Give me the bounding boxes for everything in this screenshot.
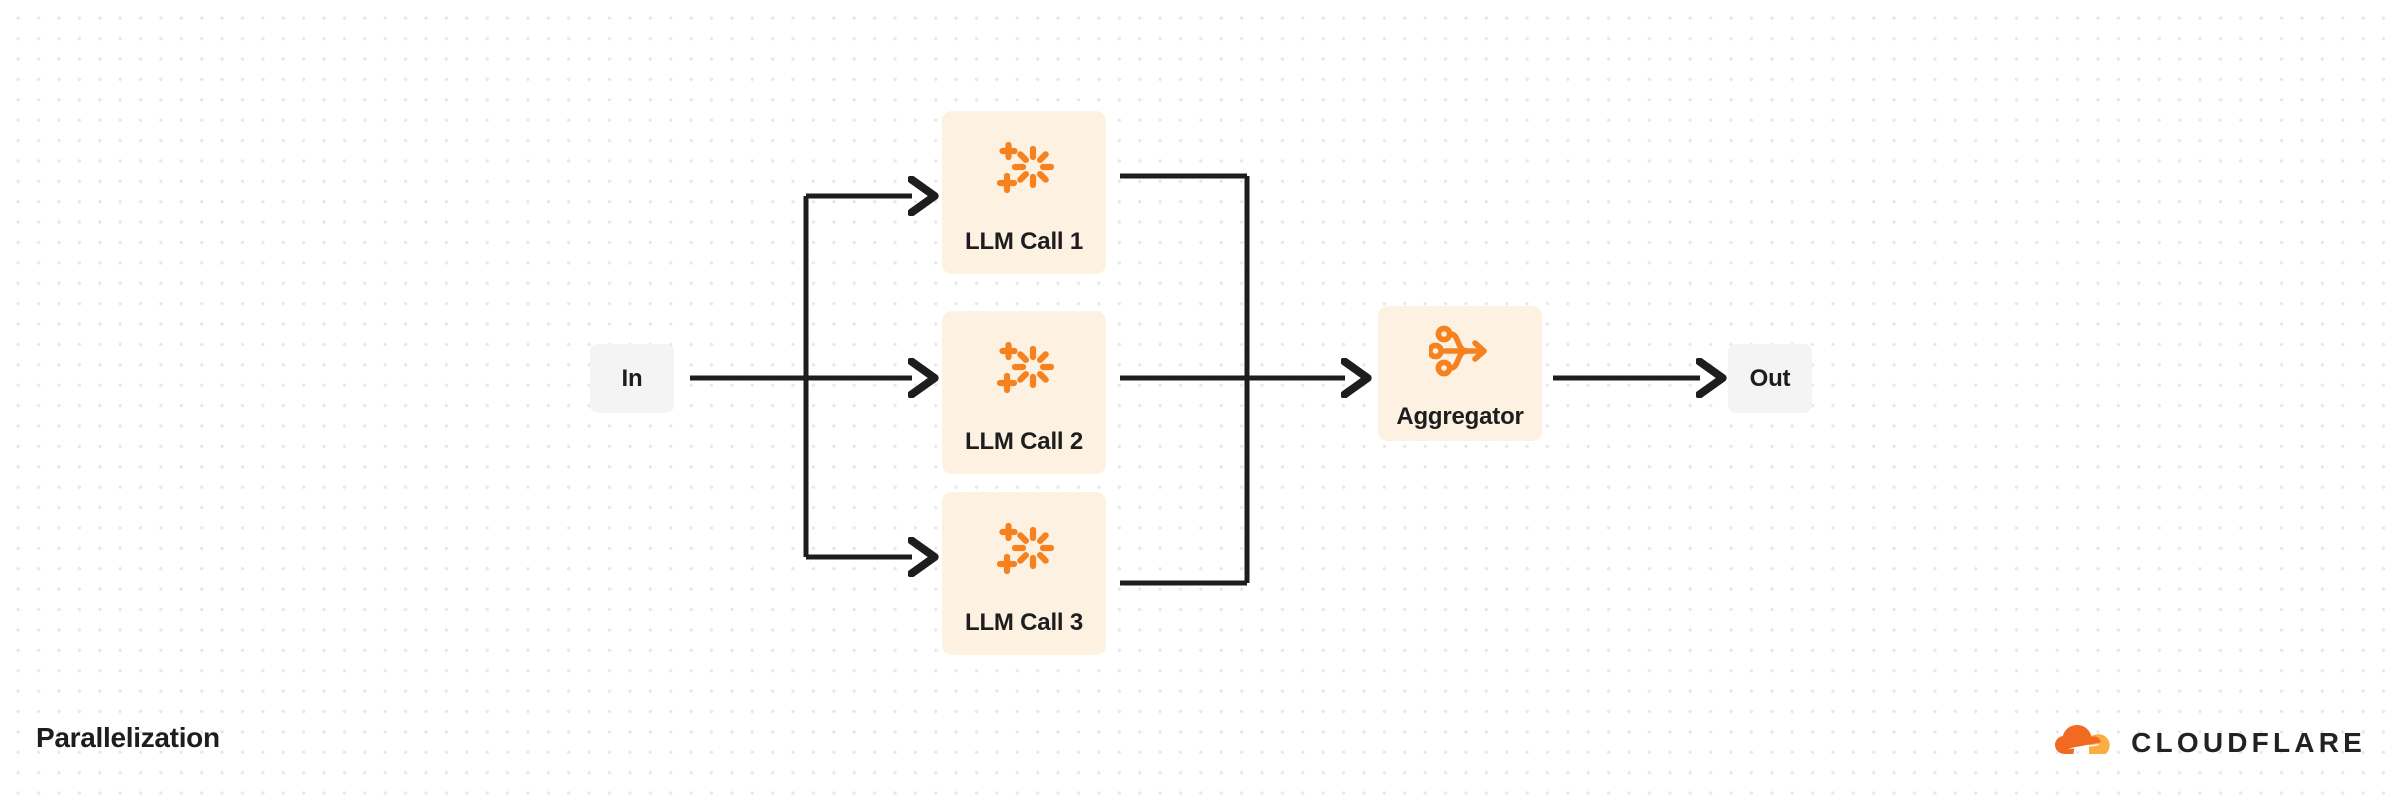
node-input[interactable]: In: [590, 344, 674, 413]
node-llm-call-3-label: LLM Call 3: [964, 609, 1083, 636]
cloudflare-cloud-logo: [2055, 722, 2117, 765]
sparkle-ai-icon: [993, 337, 1055, 404]
node-llm-call-1-label: LLM Call 1: [964, 228, 1083, 255]
cloudflare-logo: CLOUDFLARE: [2055, 722, 2366, 764]
node-output-label: Out: [1749, 364, 1791, 392]
node-llm-call-2[interactable]: LLM Call 2: [942, 311, 1106, 474]
node-output[interactable]: Out: [1728, 344, 1812, 413]
node-llm-call-1[interactable]: LLM Call 1: [942, 111, 1106, 274]
node-aggregator-label: Aggregator: [1396, 403, 1524, 430]
diagram-title: Parallelization: [36, 722, 220, 753]
node-llm-call-2-label: LLM Call 2: [964, 428, 1083, 455]
node-aggregator[interactable]: Aggregator: [1378, 306, 1542, 441]
node-llm-call-3[interactable]: LLM Call 3: [942, 492, 1106, 655]
sparkle-ai-icon: [993, 137, 1055, 204]
aggregator-merge-icon: [1427, 322, 1491, 385]
node-input-label: In: [621, 364, 643, 392]
sparkle-ai-icon: [993, 518, 1055, 585]
cloudflare-wordmark: CLOUDFLARE: [2131, 727, 2366, 758]
